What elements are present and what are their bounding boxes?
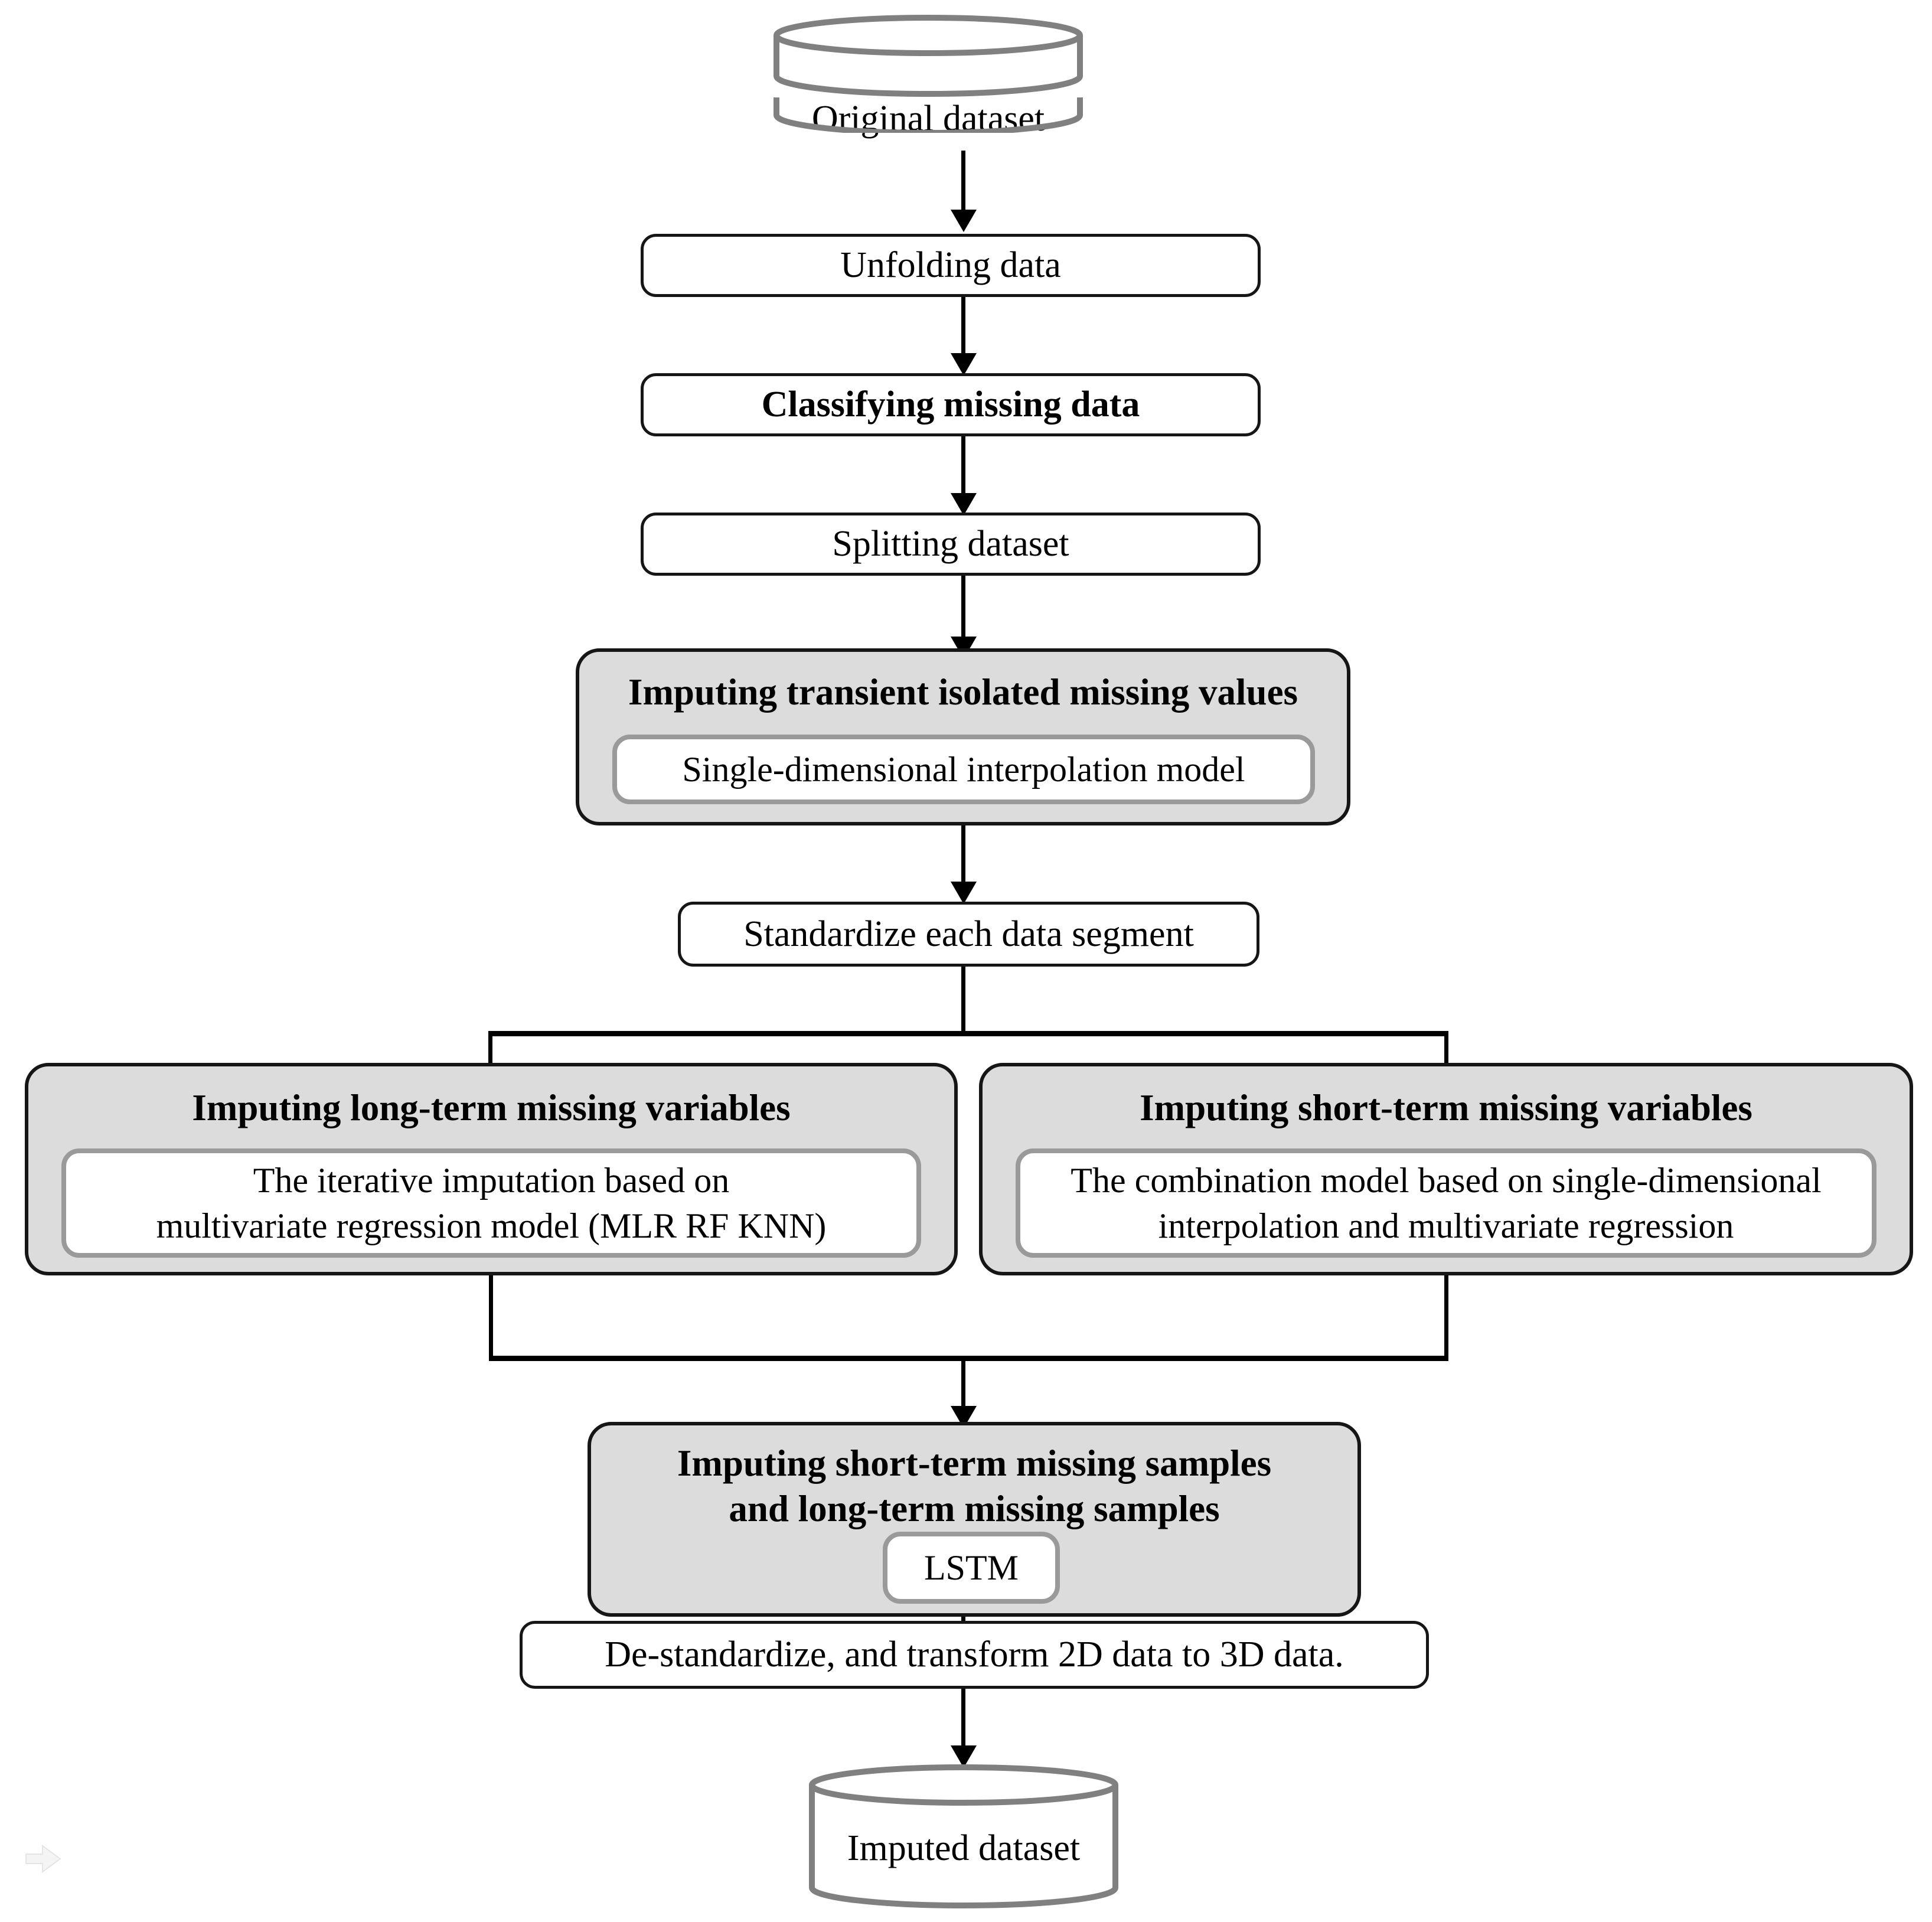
node-splitting-dataset: Splitting dataset bbox=[641, 513, 1261, 576]
edge-line bbox=[961, 967, 965, 1033]
node-original-dataset bbox=[772, 13, 1085, 99]
node-imputed-dataset-label: Imputed dataset bbox=[847, 1828, 1081, 1868]
edge-line bbox=[961, 1356, 965, 1412]
group-imputing-short-term-variables-title: Imputing short-term missing variables bbox=[1140, 1087, 1752, 1128]
node-original-dataset-body bbox=[772, 97, 1085, 133]
group-imputing-missing-samples-model: LSTM bbox=[883, 1532, 1060, 1604]
edge-line-left bbox=[488, 1031, 492, 1081]
node-standardize-each-data-segment: Standardize each data segment bbox=[678, 902, 1259, 967]
edge-line bbox=[961, 1689, 965, 1751]
node-unfolding-data: Unfolding data bbox=[641, 234, 1261, 297]
edge-split-bar bbox=[488, 1031, 1448, 1036]
group-imputing-short-term-variables-model: The combination model based on single-di… bbox=[1016, 1148, 1876, 1258]
group-imputing-long-term-variables-title: Imputing long-term missing variables bbox=[192, 1087, 791, 1128]
edge-line bbox=[961, 825, 965, 887]
edge-line-left bbox=[489, 1275, 493, 1360]
edge-arrowhead bbox=[951, 493, 977, 515]
group-imputing-transient-isolated-title: Imputing transient isolated missing valu… bbox=[628, 671, 1298, 713]
edge-arrowhead bbox=[951, 1745, 977, 1768]
edge-line bbox=[961, 436, 965, 499]
edge-arrowhead bbox=[951, 353, 977, 376]
right-arrow-cursor-icon bbox=[25, 1843, 61, 1874]
group-imputing-missing-samples-title: Imputing short-term missing samples and … bbox=[677, 1443, 1272, 1529]
edge-line bbox=[961, 151, 965, 214]
edge-merge-bar bbox=[489, 1356, 1448, 1361]
edge-line bbox=[961, 576, 965, 642]
edge-arrowhead bbox=[951, 882, 977, 904]
edge-line-right bbox=[1444, 1031, 1448, 1081]
group-imputing-transient-isolated-model: Single-dimensional interpolation model bbox=[612, 735, 1315, 804]
node-classifying-missing-data: Classifying missing data bbox=[641, 373, 1261, 436]
node-de-standardize: De-standardize, and transform 2D data to… bbox=[520, 1621, 1429, 1689]
edge-line-right bbox=[1444, 1275, 1448, 1360]
edge-line bbox=[961, 297, 965, 359]
node-imputed-dataset bbox=[807, 1763, 1120, 1910]
edge-arrowhead bbox=[951, 210, 977, 232]
group-imputing-long-term-variables-model: The iterative imputation based on multiv… bbox=[61, 1148, 921, 1258]
